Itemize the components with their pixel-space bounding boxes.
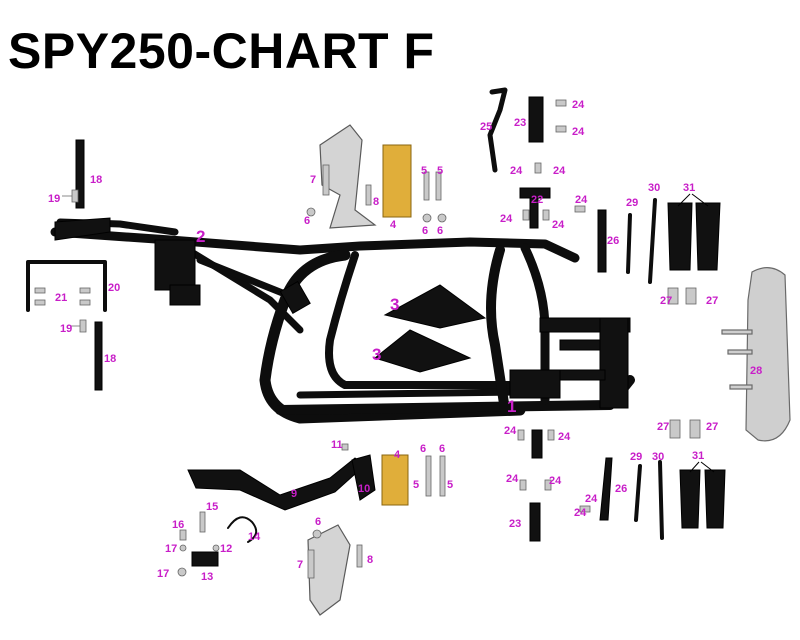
label-30: 30 — [652, 451, 664, 463]
label-23: 23 — [514, 117, 526, 129]
label-1: 1 — [507, 397, 516, 416]
label-24: 24 — [572, 99, 585, 111]
label-24: 24 — [575, 194, 588, 206]
right-side-parts — [517, 198, 791, 542]
label-24: 24 — [553, 165, 566, 177]
label-5: 5 — [437, 165, 443, 177]
gusset-plates — [373, 284, 487, 373]
label-14: 14 — [248, 531, 261, 543]
label-5: 5 — [421, 165, 427, 177]
label-12: 12 — [220, 543, 232, 555]
lower-pedal-assembly — [177, 443, 446, 616]
chart-title: SPY250-CHART F — [8, 23, 435, 79]
label-7: 7 — [297, 559, 303, 571]
label-8: 8 — [373, 196, 379, 208]
label-5: 5 — [413, 479, 419, 491]
label-19: 19 — [48, 193, 60, 205]
label-24: 24 — [552, 219, 565, 231]
part-labels: 1 2 3 3 4 4 5 5 5 5 6 6 6 6 6 6 7 7 8 8 … — [48, 99, 762, 583]
label-6: 6 — [439, 443, 445, 455]
label-26: 26 — [615, 483, 627, 495]
label-18: 18 — [104, 353, 116, 365]
label-4: 4 — [394, 449, 401, 461]
label-24: 24 — [558, 431, 571, 443]
label-28: 28 — [750, 365, 762, 377]
label-23: 23 — [509, 518, 521, 530]
label-24: 24 — [504, 425, 517, 437]
main-frame — [50, 217, 635, 424]
label-8: 8 — [367, 554, 373, 566]
label-9: 9 — [291, 488, 297, 500]
label-22: 22 — [531, 194, 543, 206]
label-7: 7 — [310, 174, 316, 186]
label-15: 15 — [206, 501, 218, 513]
label-27: 27 — [706, 421, 718, 433]
label-26: 26 — [607, 235, 619, 247]
label-6: 6 — [315, 516, 321, 528]
label-4: 4 — [390, 219, 397, 231]
label-11: 11 — [331, 439, 343, 451]
label-10: 10 — [358, 483, 370, 495]
label-6: 6 — [420, 443, 426, 455]
label-24: 24 — [585, 493, 598, 505]
label-21: 21 — [55, 292, 67, 304]
label-16: 16 — [172, 519, 184, 531]
label-30: 30 — [648, 182, 660, 194]
label-29: 29 — [626, 197, 638, 209]
label-20: 20 — [108, 282, 120, 294]
label-24: 24 — [510, 165, 523, 177]
label-6: 6 — [437, 225, 443, 237]
label-24: 24 — [574, 507, 587, 519]
label-31: 31 — [692, 450, 704, 462]
label-3: 3 — [372, 345, 381, 364]
label-18: 18 — [90, 174, 102, 186]
upper-footpeg-assembly — [306, 124, 447, 229]
label-24: 24 — [572, 126, 585, 138]
label-24: 24 — [506, 473, 519, 485]
upper-right-brackets — [487, 87, 586, 229]
label-29: 29 — [630, 451, 642, 463]
label-24: 24 — [549, 475, 562, 487]
label-17: 17 — [157, 568, 169, 580]
label-2: 2 — [196, 227, 205, 246]
label-27: 27 — [660, 295, 672, 307]
label-25: 25 — [480, 121, 492, 133]
label-27: 27 — [657, 421, 669, 433]
label-24: 24 — [500, 213, 513, 225]
label-27: 27 — [706, 295, 718, 307]
label-3: 3 — [390, 295, 399, 314]
label-13: 13 — [201, 571, 213, 583]
label-19: 19 — [60, 323, 72, 335]
left-straps — [26, 139, 107, 391]
label-6: 6 — [304, 215, 310, 227]
label-6: 6 — [422, 225, 428, 237]
label-17: 17 — [165, 543, 177, 555]
label-31: 31 — [683, 182, 695, 194]
label-5: 5 — [447, 479, 453, 491]
leader-lines — [677, 193, 715, 473]
